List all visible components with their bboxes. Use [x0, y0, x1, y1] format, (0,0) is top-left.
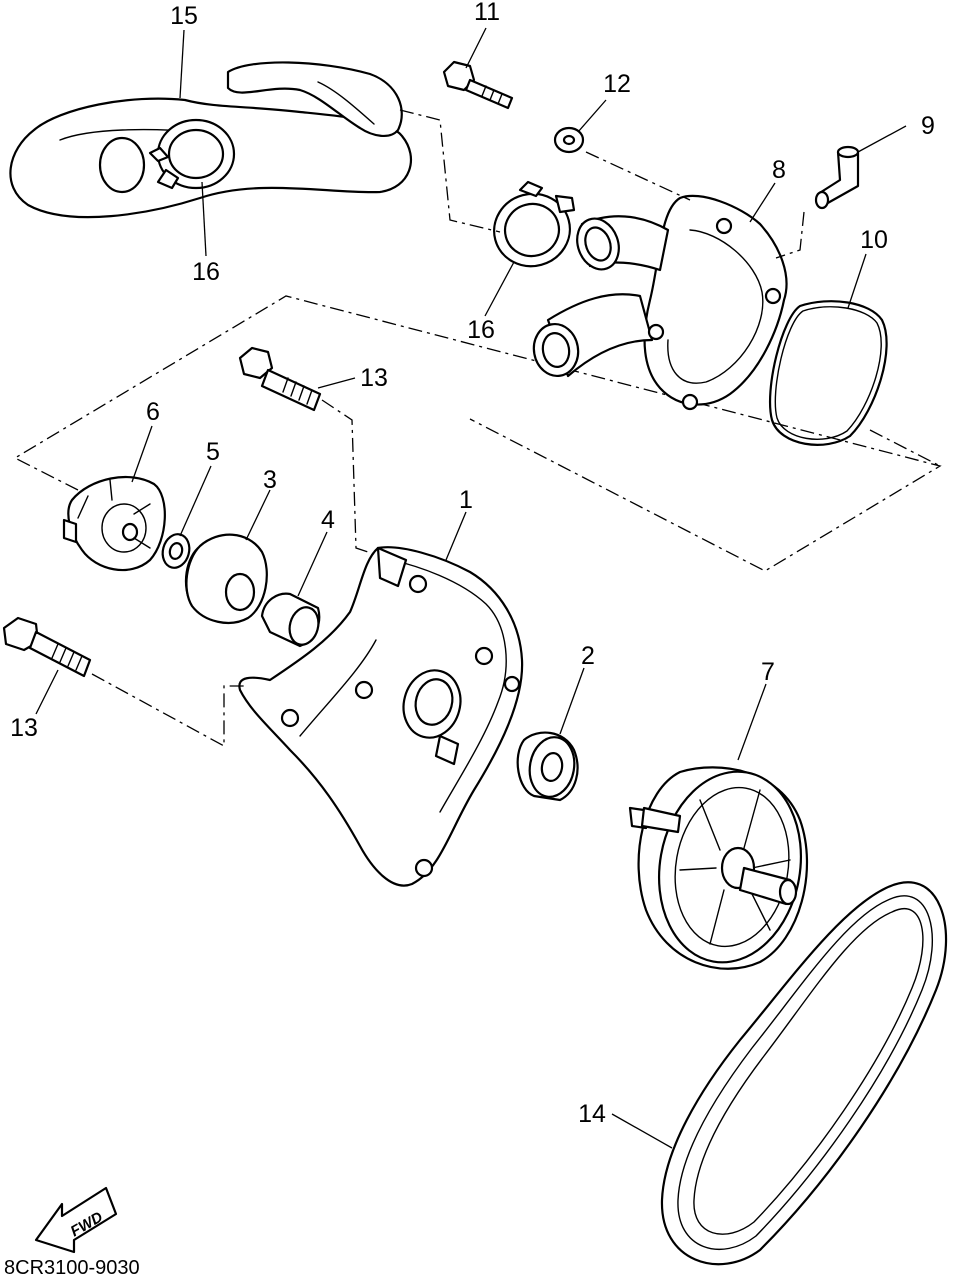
callout-15: 15 [170, 2, 198, 30]
callout-2: 2 [581, 642, 595, 670]
part-13-bolt-lower [2, 616, 92, 678]
part-6-impeller [62, 476, 166, 572]
part-7-pulley [628, 766, 809, 970]
part-2-bearing [516, 731, 579, 802]
part-14-belt [660, 881, 948, 1266]
part-12-washer [553, 126, 585, 154]
callout-4: 4 [321, 506, 335, 534]
callout-16-lower: 16 [467, 316, 495, 344]
callout-1: 1 [459, 486, 473, 514]
part-1-pump-body [238, 546, 524, 887]
callout-7: 7 [761, 658, 775, 686]
fwd-direction-arrow: FWD [34, 1186, 118, 1254]
callout-13-lower: 13 [10, 714, 38, 742]
callout-3: 3 [263, 466, 277, 494]
part-10-o-ring [768, 300, 888, 446]
part-13-bolt-upper [238, 346, 322, 412]
figure-code: 8CR3100-9030 [4, 1257, 140, 1279]
callout-11: 11 [474, 0, 500, 26]
callout-5: 5 [206, 438, 220, 466]
callout-9: 9 [921, 112, 935, 140]
callout-8: 8 [772, 156, 786, 184]
callout-10: 10 [860, 226, 888, 254]
part-5-seal-washer [161, 533, 191, 569]
part-3-mechanical-seal [184, 533, 268, 624]
callout-16-upper: 16 [192, 258, 220, 286]
callout-12: 12 [603, 70, 631, 98]
part-16-hose-clamp-lower [493, 180, 576, 268]
leader-lines [35, 27, 907, 1149]
callout-numbers: 15 16 11 12 9 8 10 16 13 6 5 3 1 4 2 7 1… [10, 0, 935, 1128]
assembly-frame [13, 295, 942, 572]
part-4-bushing [260, 592, 321, 648]
part-11-bolt [442, 60, 514, 110]
part-16-hose-clamp-upper [148, 118, 236, 190]
callout-6: 6 [146, 398, 160, 426]
part-8-pump-housing-cover [532, 194, 788, 411]
callout-13-upper: 13 [360, 364, 388, 392]
callout-14: 14 [578, 1100, 606, 1128]
part-9-elbow-fitting [814, 145, 860, 210]
